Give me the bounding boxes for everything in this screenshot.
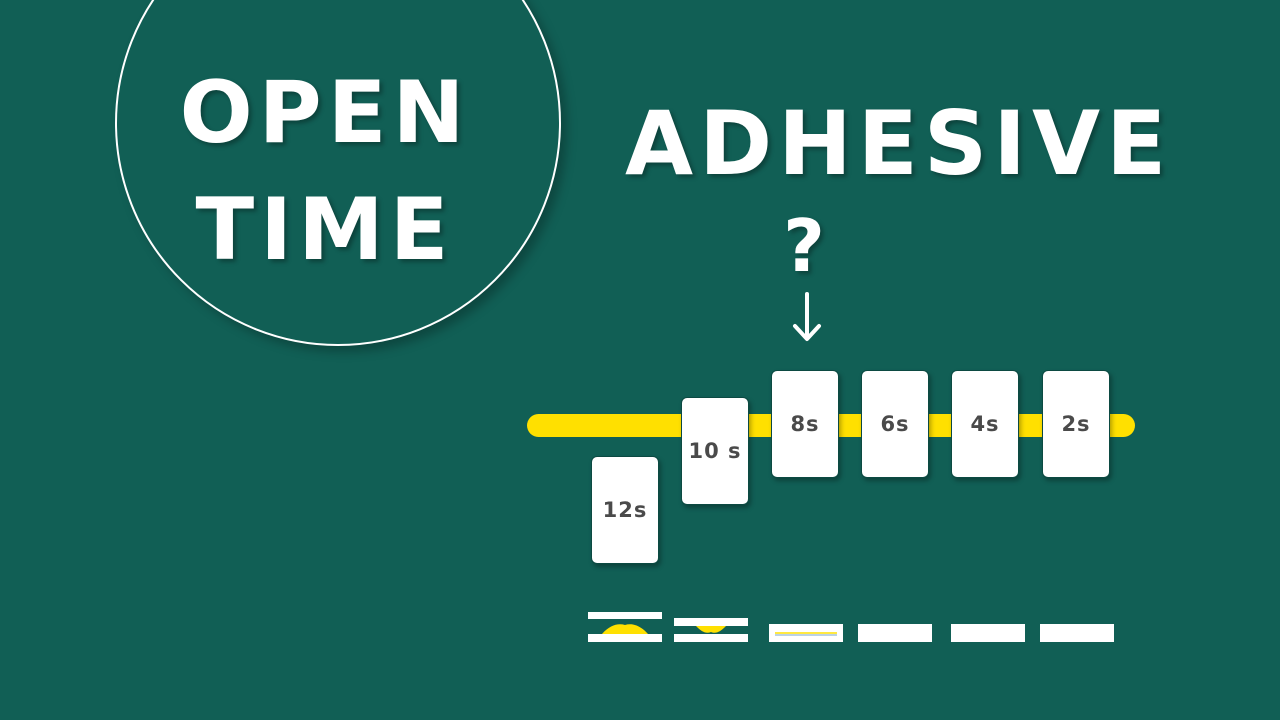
time-card-4s: 4s	[951, 370, 1019, 478]
circle-title-line1: OPEN	[179, 63, 471, 163]
time-card-2s: 2s	[1042, 370, 1110, 478]
time-card-12s: 12s	[591, 456, 659, 564]
time-card-6s: 6s	[861, 370, 929, 478]
bond-strip-6	[1040, 624, 1114, 642]
time-card-10s: 10 s	[681, 397, 749, 505]
bond-strip-2	[674, 618, 748, 642]
circle-title-line2: TIME	[195, 180, 455, 280]
time-card-8s: 8s	[771, 370, 839, 478]
question-mark: ?	[783, 204, 825, 288]
bond-strip-5	[951, 624, 1025, 642]
adhesive-heading: ADHESIVE	[625, 92, 1173, 195]
down-arrow-icon	[793, 292, 821, 341]
bond-strip-1	[588, 612, 662, 642]
bond-strip-4	[858, 624, 932, 642]
open-time-circle	[115, 0, 561, 346]
bond-strip-3	[769, 624, 843, 642]
